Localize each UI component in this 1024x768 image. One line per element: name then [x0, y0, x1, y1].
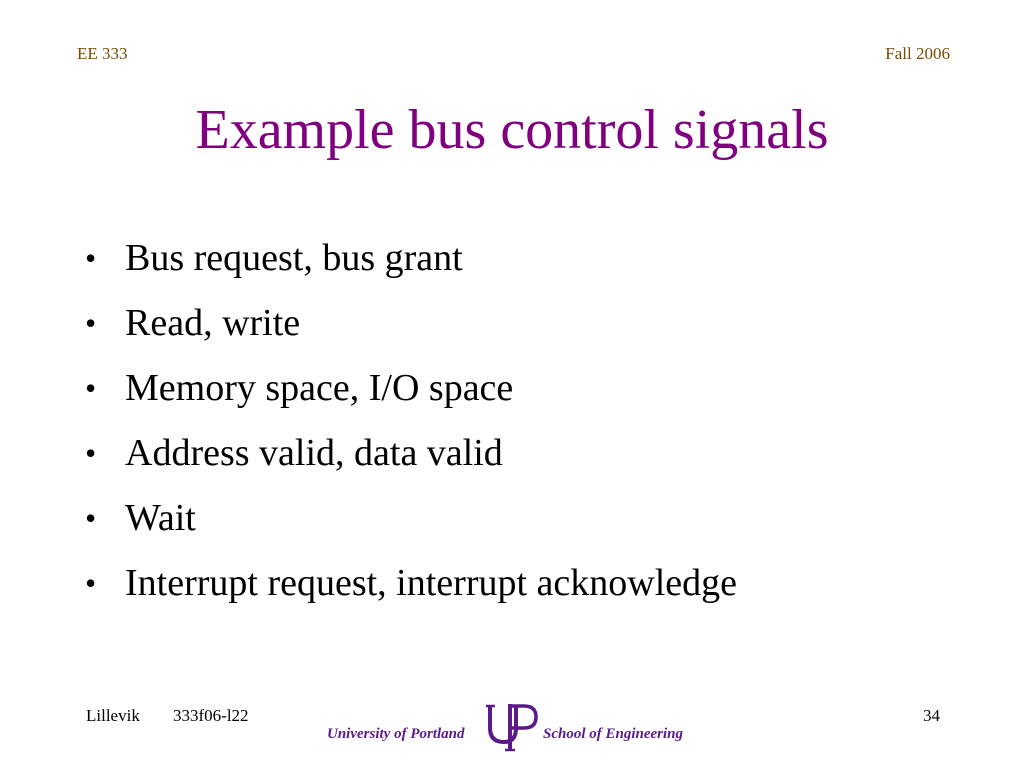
bullet-dot-icon: •: [85, 370, 97, 406]
bullet-dot-icon: •: [85, 305, 97, 341]
slide-title: Example bus control signals: [195, 99, 829, 161]
bullet-dot-icon: •: [85, 500, 97, 536]
page-number: 34: [923, 706, 940, 725]
bullet-item: • Bus request, bus grant: [85, 232, 737, 297]
bullet-dot-icon: •: [85, 435, 97, 471]
bullet-item: • Memory space, I/O space: [85, 362, 737, 427]
university-name: University of Portland: [327, 726, 465, 742]
bullet-item: • Read, write: [85, 297, 737, 362]
term-label: Fall 2006: [885, 44, 950, 63]
footer-author: Lillevik: [86, 706, 140, 725]
bullet-list: • Bus request, bus grant • Read, write • Me…: [85, 232, 737, 622]
bullet-text: Read, write: [125, 302, 301, 344]
bullet-item: • Address valid, data valid: [85, 427, 737, 492]
bullet-text: Wait: [125, 497, 196, 539]
bullet-dot-icon: •: [85, 565, 97, 601]
school-name: School of Engineering: [543, 726, 684, 742]
bullet-text: Interrupt request, interrupt acknowledge: [125, 562, 737, 604]
bullet-dot-icon: •: [85, 240, 97, 276]
bullet-text: Memory space, I/O space: [125, 367, 514, 409]
bullet-text: Address valid, data valid: [125, 432, 503, 474]
university-logo-icon: [486, 704, 538, 752]
bullet-text: Bus request, bus grant: [125, 237, 463, 279]
bullet-item: • Interrupt request, interrupt acknowledg…: [85, 557, 737, 622]
bullet-item: • Wait: [85, 492, 737, 557]
course-label: EE 333: [77, 44, 128, 63]
footer-lecture-code: 333f06-l22: [173, 706, 249, 725]
